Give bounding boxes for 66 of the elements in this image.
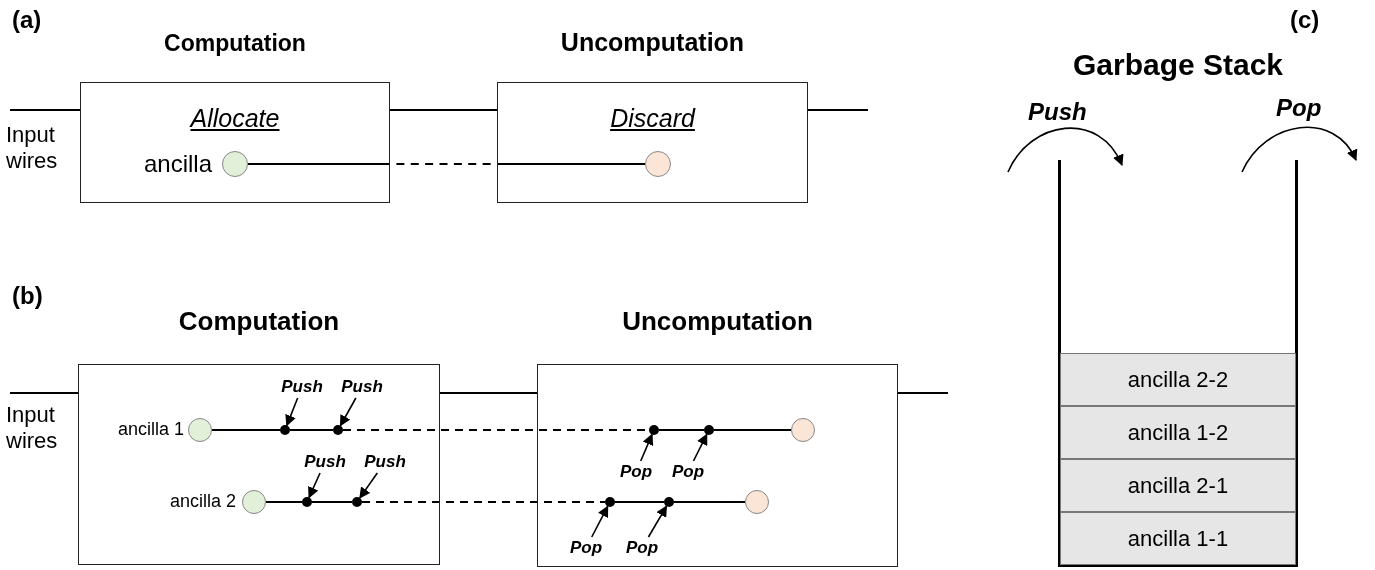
leader-arrow (308, 472, 321, 499)
junction-dot (704, 425, 714, 435)
operation-label: Push (337, 376, 387, 398)
qubit-circle (745, 490, 769, 514)
wire-label: Input wires (6, 122, 59, 175)
wire-line (389, 109, 498, 111)
operation-label: Pop (566, 537, 606, 559)
wire-line (311, 501, 353, 503)
qubit-circle (188, 418, 212, 442)
wire-line (658, 429, 705, 431)
leader-arrow (692, 433, 708, 462)
wire-line (9, 392, 79, 394)
qubit-circle (242, 490, 266, 514)
junction-dot (649, 425, 659, 435)
leader-arrow (359, 472, 379, 499)
wire-line (289, 429, 334, 431)
wire-line (211, 429, 281, 431)
wire-line (9, 109, 81, 111)
wire-line (247, 163, 646, 165)
box-label: Discard (609, 104, 697, 133)
panel-letter: (a) (12, 6, 43, 35)
wire-label: ancilla (142, 149, 212, 178)
panel-letter: (c) (1290, 6, 1321, 35)
box-label: Allocate (188, 104, 281, 133)
leader-arrow (285, 397, 299, 427)
wire-line (673, 501, 746, 503)
operation-label: Push (277, 376, 327, 398)
leader-arrow (639, 433, 654, 462)
wire-line (897, 392, 949, 394)
stack-slot: ancilla 1-2 (1060, 406, 1296, 459)
qubit-circle (645, 151, 671, 177)
qubit-circle (222, 151, 248, 177)
leader-arrow (647, 505, 668, 538)
junction-dot (352, 497, 362, 507)
wire-line (439, 392, 538, 394)
box-heading: Uncomputation (559, 28, 746, 57)
stack-slot: ancilla 1-1 (1060, 512, 1296, 565)
wire-line (614, 501, 665, 503)
box-heading: Garbage Stack (1071, 48, 1285, 82)
wire-line (713, 429, 792, 431)
operation-label: Pop (668, 461, 708, 483)
wire-line (361, 501, 606, 503)
operation-label: Push (360, 451, 410, 473)
junction-dot (605, 497, 615, 507)
wire-label: Input wires (6, 402, 59, 455)
qubit-circle (791, 418, 815, 442)
box-heading: Uncomputation (621, 306, 814, 337)
stack-slot: ancilla 2-1 (1060, 459, 1296, 512)
junction-dot (280, 425, 290, 435)
leader-arrow (339, 397, 357, 427)
junction-dot (333, 425, 343, 435)
operation-label: Pop (622, 537, 662, 559)
operation-label: Pop (1276, 94, 1323, 123)
junction-dot (302, 497, 312, 507)
operation-label: Pop (616, 461, 656, 483)
operation-label: Push (300, 451, 350, 473)
leader-arrow (590, 505, 609, 538)
panel-letter: (b) (12, 282, 44, 311)
wire-line (807, 109, 869, 111)
box-heading: Computation (163, 30, 307, 57)
junction-dot (664, 497, 674, 507)
wire-label: ancilla 2 (168, 491, 236, 513)
wire-line (265, 501, 303, 503)
operation-label: Push (1028, 98, 1088, 127)
stack-slot: ancilla 2-2 (1060, 353, 1296, 406)
box-heading: Computation (177, 306, 341, 337)
